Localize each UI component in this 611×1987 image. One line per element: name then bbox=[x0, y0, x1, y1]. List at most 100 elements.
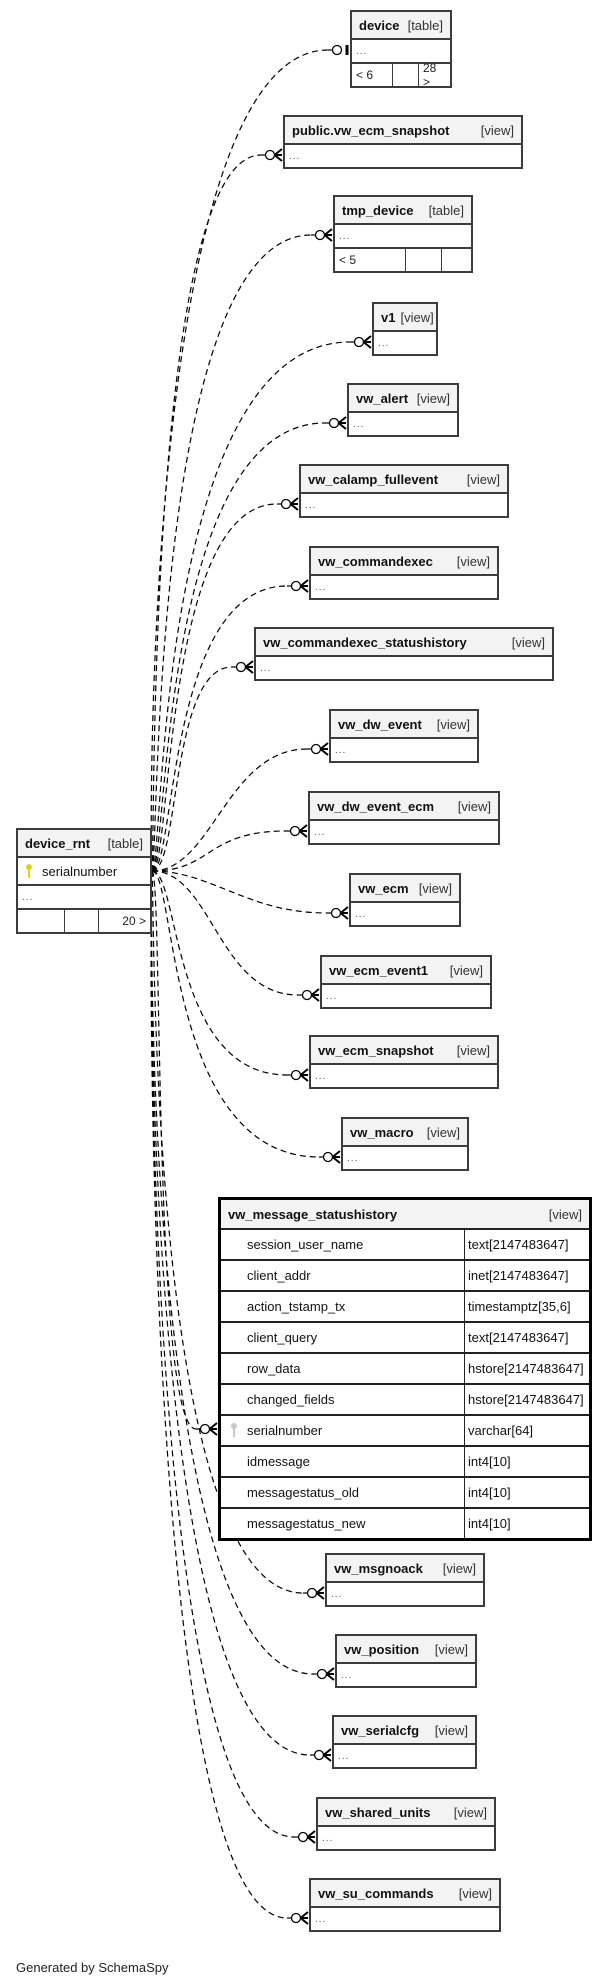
relationship-line-public-vw-ecm-snapshot bbox=[151, 154, 262, 872]
column-type: inet[2147483647] bbox=[468, 1268, 569, 1283]
entity-name: vw_dw_event_ecm bbox=[317, 798, 435, 814]
entity-vw-message-statushistory[interactable]: vw_message_statushistory [view] session_… bbox=[218, 1197, 592, 1541]
relationship-line-vw-commandexec bbox=[151, 585, 288, 872]
entity-header: vw_ecm_event1[view] bbox=[322, 957, 490, 985]
many-cardinality-icon bbox=[323, 228, 333, 242]
stat-parents: < 5 bbox=[339, 253, 357, 267]
more-columns: ... bbox=[315, 1913, 327, 1925]
entity-kind: [view] bbox=[418, 880, 452, 896]
relationship-line-vw-ecm-snapshot bbox=[151, 870, 288, 1076]
column-name-cell: client_addr bbox=[221, 1261, 465, 1290]
more-columns: ... bbox=[356, 45, 368, 57]
relationship-line-vw-msgnoack bbox=[151, 870, 304, 1594]
entity-vw-ecm-snapshot[interactable]: vw_ecm_snapshot[view]... bbox=[309, 1035, 499, 1089]
more-columns: ... bbox=[22, 891, 34, 903]
entity-kind: [view] bbox=[480, 122, 514, 138]
more-columns: ... bbox=[315, 1070, 327, 1082]
many-cardinality-icon bbox=[325, 1667, 335, 1681]
entity-vw-alert[interactable]: vw_alert[view]... bbox=[347, 383, 459, 437]
relationship-line-vw-shared-units bbox=[150, 870, 295, 1838]
column-type: text[2147483647] bbox=[468, 1330, 569, 1345]
relationship-line-device bbox=[150, 49, 329, 872]
entity-header: vw_ecm[view] bbox=[351, 875, 459, 903]
optional-cardinality-icon bbox=[290, 580, 302, 592]
entity-kind: [view] bbox=[466, 471, 500, 487]
entity-vw-msgnoack[interactable]: vw_msgnoack[view]... bbox=[325, 1553, 485, 1607]
column-row: client_query text[2147483647] bbox=[221, 1323, 589, 1354]
optional-cardinality-icon bbox=[330, 907, 342, 919]
optional-cardinality-icon bbox=[301, 989, 313, 1001]
optional-cardinality-icon bbox=[264, 149, 276, 161]
optional-cardinality-icon bbox=[331, 44, 343, 56]
entity-vw-commandexec[interactable]: vw_commandexec[view]... bbox=[309, 546, 499, 600]
optional-cardinality-icon bbox=[353, 336, 365, 348]
column-name: client_query bbox=[247, 1330, 318, 1345]
entity-public-vw-ecm-snapshot[interactable]: public.vw_ecm_snapshot[view]... bbox=[283, 115, 523, 169]
column-name-cell: messagestatus_old bbox=[221, 1478, 465, 1507]
relationship-line-vw-ecm-event1 bbox=[151, 870, 299, 996]
entity-kind: [view] bbox=[449, 962, 483, 978]
optional-cardinality-icon bbox=[313, 1749, 325, 1761]
entity-vw-shared-units[interactable]: vw_shared_units[view]... bbox=[316, 1797, 496, 1851]
optional-cardinality-icon bbox=[310, 743, 322, 755]
entity-tmp-device[interactable]: tmp_device[table]...< 5 bbox=[333, 195, 473, 273]
entity-name: device bbox=[359, 17, 400, 33]
column-name: messagestatus_old bbox=[247, 1485, 360, 1500]
entity-vw-dw-event[interactable]: vw_dw_event[view]... bbox=[329, 709, 479, 763]
entity-v1[interactable]: v1[view]... bbox=[372, 302, 438, 356]
more-columns: ... bbox=[289, 150, 301, 162]
entity-vw-su-commands[interactable]: vw_su_commands[view]... bbox=[309, 1878, 501, 1932]
entity-vw-calamp-fullevent[interactable]: vw_calamp_fullevent[view]... bbox=[299, 464, 509, 518]
stat-parents bbox=[18, 910, 64, 932]
stat-children bbox=[441, 249, 471, 271]
optional-cardinality-icon bbox=[290, 1912, 302, 1924]
entity-vw-dw-event-ecm[interactable]: vw_dw_event_ecm[view]... bbox=[308, 791, 500, 845]
entity-name: vw_dw_event bbox=[338, 716, 422, 732]
entity-vw-commandexec-statushistory[interactable]: vw_commandexec_statushistory[view]... bbox=[254, 627, 554, 681]
entity-header: vw_ecm_snapshot[view] bbox=[311, 1037, 497, 1065]
entity-header: vw_serialcfg[view] bbox=[334, 1717, 475, 1745]
entity-device-rnt[interactable]: device_rnt [table] serialnumber ... 20 > bbox=[16, 828, 152, 934]
relationship-line-vw-dw-event-ecm bbox=[151, 830, 287, 872]
more-columns: ... bbox=[305, 499, 317, 511]
more-columns: ... bbox=[331, 1588, 343, 1600]
column-name: serialnumber bbox=[247, 1423, 323, 1438]
optional-cardinality-icon bbox=[289, 825, 301, 837]
column-name-cell: serialnumber bbox=[221, 1416, 465, 1445]
column-name-cell: idmessage bbox=[221, 1447, 465, 1476]
entity-vw-position[interactable]: vw_position[view]... bbox=[335, 1634, 477, 1688]
more-columns: ... bbox=[315, 581, 327, 593]
column-name: session_user_name bbox=[247, 1237, 364, 1252]
relationship-line-vw-alert bbox=[151, 422, 326, 872]
entity-vw-ecm-event1[interactable]: vw_ecm_event1[view]... bbox=[320, 955, 492, 1009]
primary-key-icon bbox=[26, 864, 32, 878]
entity-kind: [view] bbox=[400, 309, 434, 325]
column-type: hstore[2147483647] bbox=[468, 1392, 584, 1407]
entity-vw-serialcfg[interactable]: vw_serialcfg[view]... bbox=[332, 1715, 477, 1769]
column-type: text[2147483647] bbox=[468, 1237, 569, 1252]
many-cardinality-icon bbox=[362, 335, 372, 349]
column-type: int4[10] bbox=[468, 1516, 511, 1531]
entity-kind: [table] bbox=[428, 202, 464, 218]
entity-header: vw_dw_event[view] bbox=[331, 711, 477, 739]
more-columns: ... bbox=[353, 418, 365, 430]
relationship-line-vw-position bbox=[150, 870, 314, 1675]
entity-kind: [view] bbox=[426, 1124, 460, 1140]
relationship-line-vw-message-statushistory bbox=[151, 870, 197, 1430]
relationship-line-vw-commandexec-statushistory bbox=[151, 666, 233, 872]
more-columns: ... bbox=[322, 1832, 334, 1844]
more-columns: ... bbox=[339, 230, 351, 242]
entity-vw-macro[interactable]: vw_macro[view]... bbox=[341, 1117, 469, 1171]
entity-stats: 20 > bbox=[18, 908, 150, 932]
entity-header: vw_calamp_fullevent[view] bbox=[301, 466, 507, 494]
entity-name: vw_ecm_snapshot bbox=[318, 1042, 434, 1058]
entity-header: device_rnt [table] bbox=[18, 830, 150, 858]
optional-cardinality-icon bbox=[306, 1587, 318, 1599]
entity-vw-ecm[interactable]: vw_ecm[view]... bbox=[349, 873, 461, 927]
column-type: int4[10] bbox=[468, 1454, 511, 1469]
entity-name: vw_macro bbox=[350, 1124, 414, 1140]
